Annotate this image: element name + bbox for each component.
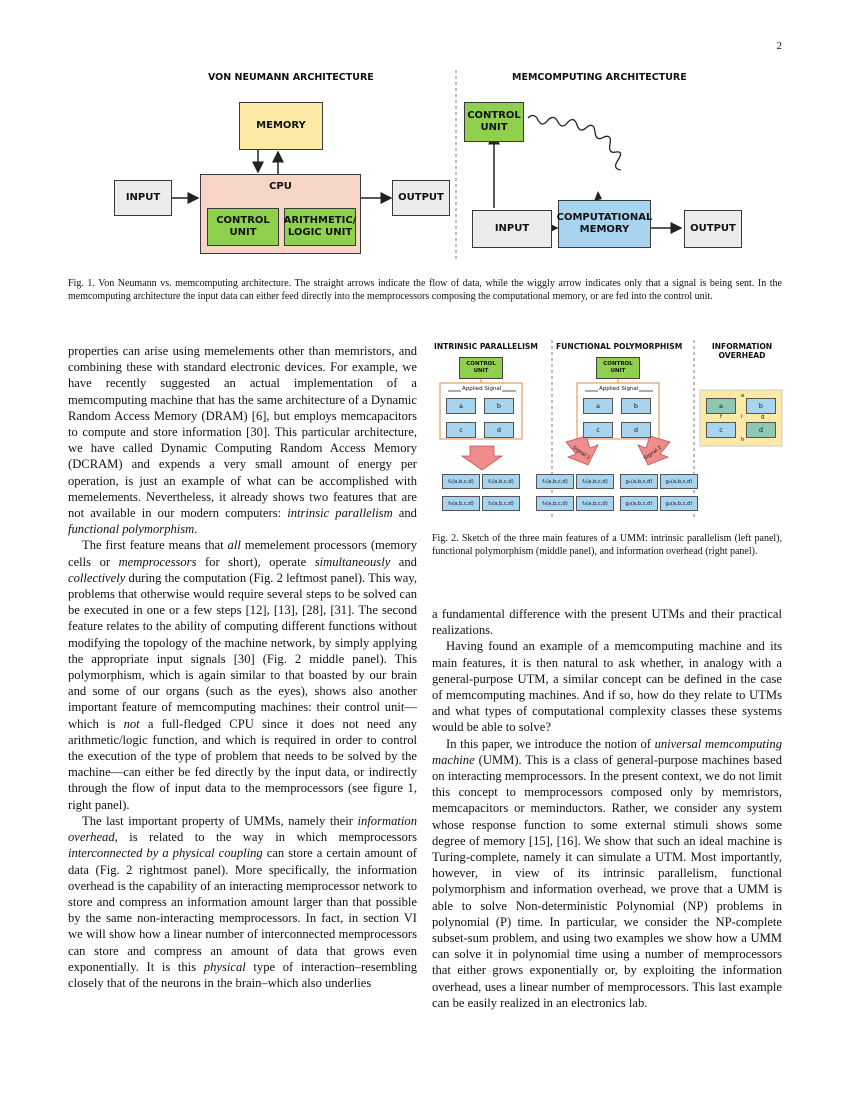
figure-1-connectors: [172, 70, 683, 260]
cell-a-p3: a: [706, 398, 736, 414]
f4-p1: f₄(a,b,c,d): [482, 496, 520, 511]
cell-d-p3: d: [746, 422, 776, 438]
wiggly-signal-icon: [527, 114, 622, 171]
cell-d-p2: d: [621, 422, 651, 438]
left-column: properties can arise using memelements o…: [68, 343, 417, 991]
g4-p2: g₄(a,b,c,d): [660, 496, 698, 511]
cell-a-p1: a: [446, 398, 476, 414]
page-number: 2: [776, 40, 783, 52]
figure-2: INTRINSIC PARALLELISM FUNCTIONAL POLYMOR…: [432, 338, 792, 523]
right-column: a fundamental difference with the presen…: [432, 606, 782, 1011]
f1-p1: f₂(a,b,c,d): [442, 474, 480, 489]
cell-b-p2: b: [621, 398, 651, 414]
memcomputing-title: MEMCOMPUTING ARCHITECTURE: [512, 72, 687, 83]
figure-2-caption: Fig. 2. Sketch of the three main feature…: [432, 533, 782, 557]
paragraph-4: a fundamental difference with the presen…: [432, 607, 782, 638]
cell-d-p1: d: [484, 422, 514, 438]
intrinsic-parallelism-title: INTRINSIC PARALLELISM: [434, 342, 538, 351]
output-box-right: OUTPUT: [684, 210, 742, 248]
f3-p2: f₃(a,b,c,d): [536, 496, 574, 511]
overhead-f: f: [720, 414, 722, 420]
cell-b-p3: b: [746, 398, 776, 414]
applied-signal-label-p2: Applied Signal: [598, 386, 640, 392]
paragraph-2: The first feature means that all memelem…: [68, 538, 418, 812]
von-neumann-title: VON NEUMANN ARCHITECTURE: [208, 72, 374, 83]
overhead-e: e: [741, 393, 745, 399]
output-box-left: OUTPUT: [392, 180, 450, 216]
overhead-g: g: [761, 414, 765, 420]
paragraph-3: The last important property of UMMs, nam…: [68, 813, 417, 990]
paragraph-5: Having found an example of a memcomputin…: [432, 639, 782, 735]
cell-a-p2: a: [583, 398, 613, 414]
functional-polymorphism-title: FUNCTIONAL POLYMORPHISM: [556, 342, 683, 351]
g2-p2: g₂(a,b,c,d): [660, 474, 698, 489]
cell-c-p3: c: [706, 422, 736, 438]
applied-signal-label-p1: Applied Signal: [461, 386, 503, 392]
overhead-i: i: [741, 414, 743, 420]
cell-b-p1: b: [484, 398, 514, 414]
memory-box: MEMORY: [239, 102, 323, 150]
alu-box: ARITHMETIC/LOGIC UNIT: [284, 208, 356, 246]
cell-c-p2: c: [583, 422, 613, 438]
f2-p1: f₁(a,b,c,d): [482, 474, 520, 489]
g3-p2: g₃(a,b,c,d): [620, 496, 658, 511]
overhead-h: h: [741, 437, 745, 443]
figure-1: VON NEUMANN ARCHITECTURE MEMCOMPUTING AR…: [108, 70, 748, 260]
figure-1-caption: Fig. 1. Von Neumann vs. memcomputing arc…: [68, 278, 782, 302]
input-box-right: INPUT: [472, 210, 552, 248]
input-box-left: INPUT: [114, 180, 172, 216]
f1-p2: f₁(a,b,c,d): [536, 474, 574, 489]
cell-c-p1: c: [446, 422, 476, 438]
paragraph-1: properties can arise using memelements o…: [68, 344, 417, 537]
f4-p2: f₄(a,b,c,d): [576, 496, 614, 511]
f3-p1: f₃(a,b,c,d): [442, 496, 480, 511]
f2-p2: f₂(a,b,c,d): [576, 474, 614, 489]
paragraph-6: In this paper, we introduce the notion o…: [432, 736, 782, 1010]
g1-p2: g₁(a,b,c,d): [620, 474, 658, 489]
